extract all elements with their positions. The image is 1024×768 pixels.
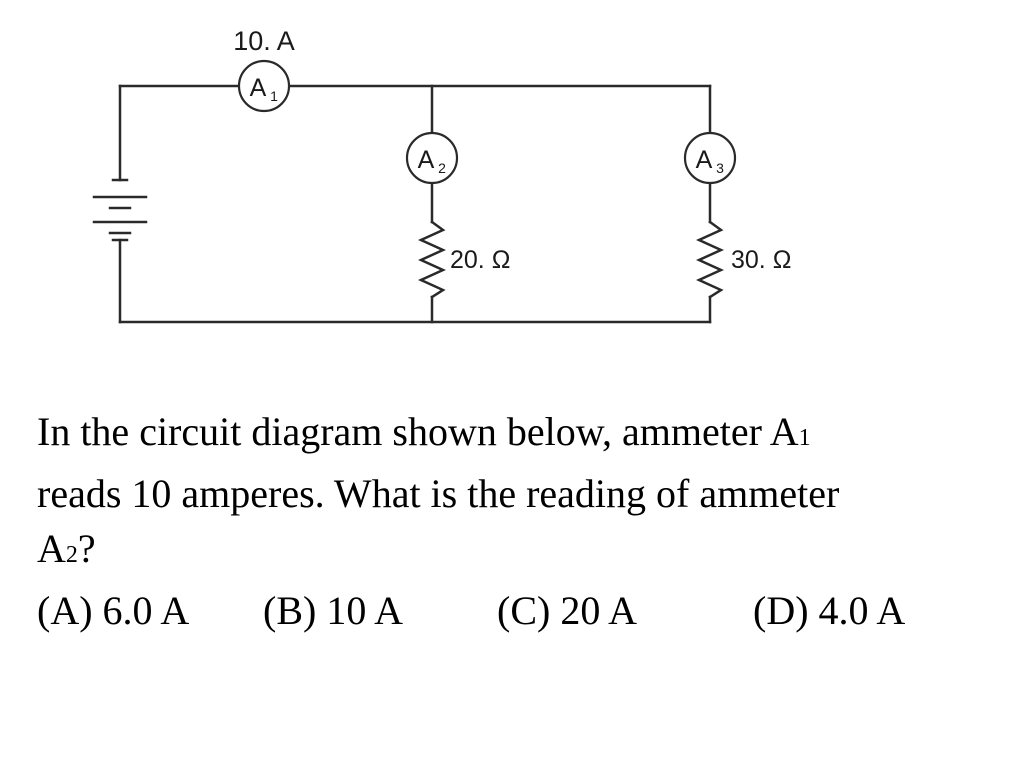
- circuit-diagram: A 1 10. A A 2 A 3 20. Ω 30. Ω: [92, 26, 791, 324]
- resistor-30-label: 30. Ω: [731, 246, 791, 274]
- battery-icon: [92, 178, 148, 242]
- ammeter-a2-subscript: 2: [438, 160, 446, 176]
- ammeter-a3-subscript: 3: [716, 160, 724, 176]
- ammeter-a2: A 2: [405, 131, 459, 185]
- question-line-1: In the circuit diagram shown below, amme…: [37, 404, 997, 466]
- question-line-2: reads 10 amperes. What is the reading of…: [37, 471, 840, 516]
- question-line-1-text: In the circuit diagram shown below, amme…: [37, 409, 799, 454]
- answer-choices: (A) 6.0 A (B) 10 A (C) 20 A (D) 4.0 A: [37, 583, 997, 638]
- question-text: In the circuit diagram shown below, amme…: [37, 404, 997, 638]
- choice-d[interactable]: (D) 4.0 A: [753, 588, 906, 633]
- question-line-3-text: A: [37, 526, 66, 571]
- choice-a[interactable]: (A) 6.0 A: [37, 588, 190, 633]
- ammeter-a1: A 1: [237, 59, 291, 113]
- resistor-30-icon: [695, 220, 725, 299]
- resistor-20-label: 20. Ω: [450, 246, 510, 274]
- ammeter-a1-subscript: 1: [270, 88, 278, 104]
- question-line-3-tail: ?: [77, 526, 96, 571]
- choice-c[interactable]: (C) 20 A: [497, 588, 637, 633]
- ammeter-a2-letter: A: [418, 146, 435, 174]
- resistor-20-icon: [417, 220, 447, 299]
- ammeter-a2-icon: [405, 131, 459, 185]
- ammeter-a3-icon: [683, 131, 737, 185]
- ammeter-a1-letter: A: [250, 74, 267, 102]
- choice-b[interactable]: (B) 10 A: [263, 588, 403, 633]
- ammeter-a3: A 3: [683, 131, 737, 185]
- ammeter-a1-icon: [237, 59, 291, 113]
- question-line-3-subscript: 2: [65, 542, 78, 568]
- question-line-1-subscript: 1: [798, 425, 811, 451]
- question-line-3: A2?: [37, 521, 997, 583]
- source-current-label: 10. A: [233, 26, 295, 56]
- ammeter-a3-letter: A: [696, 146, 713, 174]
